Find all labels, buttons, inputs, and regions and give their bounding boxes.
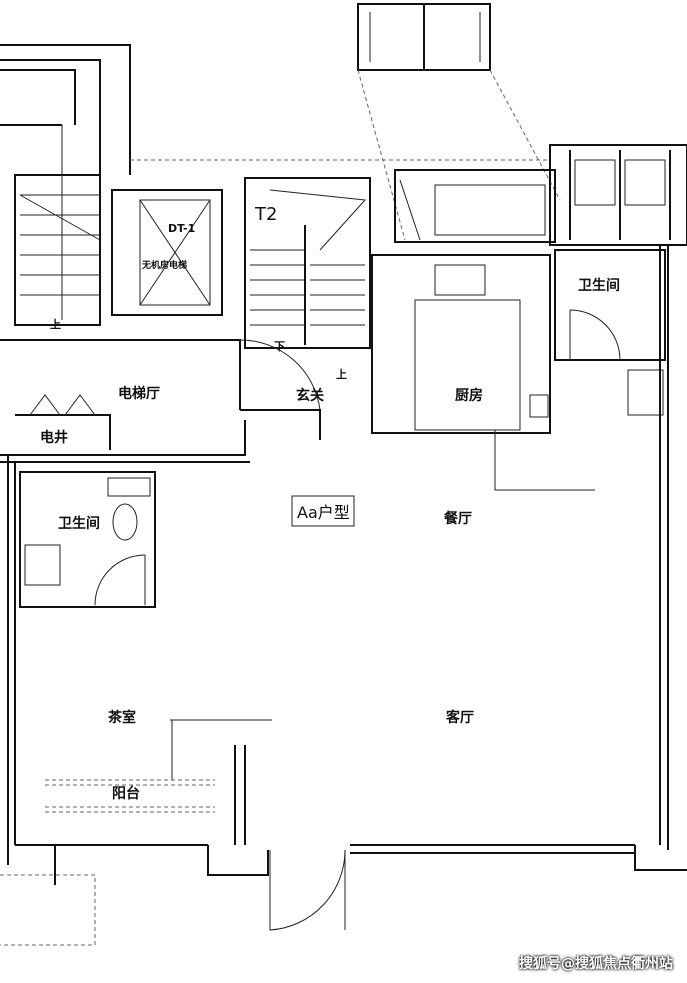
tea-room-label: 茶室 (107, 709, 136, 726)
living-label: 客厅 (445, 709, 474, 726)
top-window-box (357, 3, 561, 241)
left-stairs: 上 (14, 125, 101, 331)
dining-dividers (170, 430, 595, 780)
bathroom-right: 卫生间 (554, 249, 666, 416)
top-balcony (394, 169, 556, 243)
bathroom-left: 卫生间 (19, 471, 156, 608)
stair-down-label: 下 (274, 340, 285, 353)
elevator-hall: 电梯厅 电井 (0, 339, 241, 450)
elevator-note: 无机房电梯 (141, 259, 187, 271)
kitchen-label: 厨房 (455, 387, 483, 404)
entrance-label: 玄关 (296, 387, 324, 404)
elevator-shaft: DT-1 无机房电梯 (111, 189, 223, 316)
balcony-label: 阳台 (112, 785, 140, 802)
electric-shaft-label: 电井 (40, 429, 68, 446)
stair-up-right-label: 上 (336, 367, 347, 381)
top-left-walls (0, 44, 550, 175)
right-top-cabinet (549, 144, 687, 246)
elevator-hall-label: 电梯厅 (118, 385, 160, 402)
dining-label: 餐厅 (443, 510, 472, 527)
unit-type-text: Aa户型 (297, 503, 350, 522)
kitchen: 厨房 (371, 254, 551, 434)
stair-t2-label: T2 (254, 204, 277, 225)
unit-type-tag: Aa户型 (291, 495, 355, 527)
stair-up-left-label: 上 (50, 317, 61, 331)
entrance-door: 玄关 (239, 339, 324, 440)
t2-stairs: T2 下 上 (244, 177, 371, 381)
balcony-rails (45, 779, 215, 813)
elevator-code: DT-1 (168, 222, 195, 235)
main-walls (0, 245, 687, 946)
bathroom-left-label: 卫生间 (58, 515, 100, 532)
watermark: 搜狐号@搜狐焦点衢州站 (519, 956, 673, 972)
bathroom-right-label: 卫生间 (578, 277, 620, 294)
